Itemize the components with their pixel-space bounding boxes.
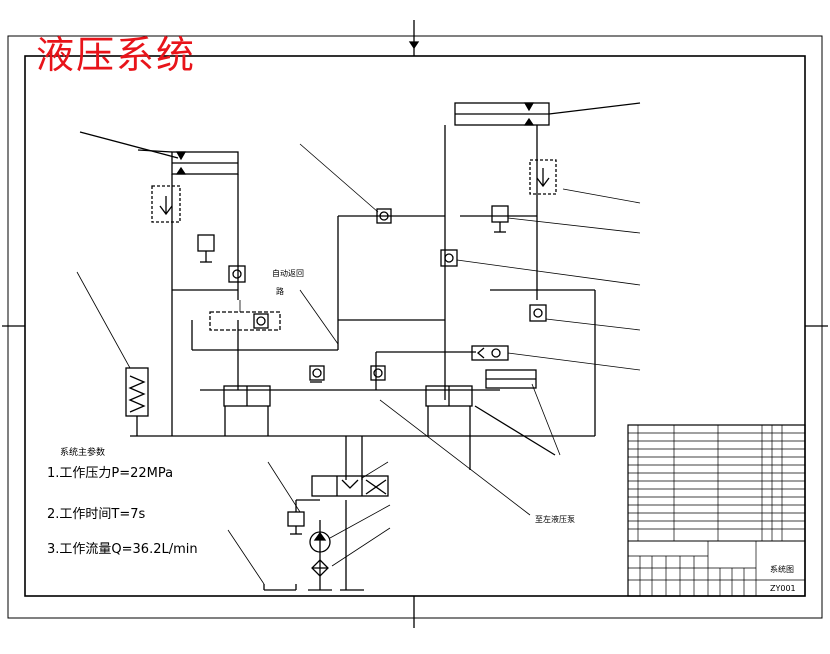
leader-lines — [76, 143, 641, 585]
parameter-flow: 3.工作流量Q=36.2L/min — [47, 542, 198, 557]
spring-accumulator — [125, 367, 149, 436]
title-block — [627, 424, 806, 597]
pump-group — [263, 511, 364, 591]
pipe-network — [130, 125, 596, 590]
callout-auto-return: 自动返回 — [272, 269, 304, 278]
left-cylinder — [79, 131, 239, 175]
relief-valves — [151, 159, 557, 361]
sheet-border — [2, 20, 828, 628]
title-block-name: 系统图 — [770, 565, 794, 574]
title-block-number: ZY001 — [770, 584, 796, 593]
parameter-time: 2.工作时间T=7s — [47, 507, 146, 522]
check-valves — [228, 208, 547, 381]
drawing-title: 液压系统 — [36, 33, 197, 77]
right-cylinder — [454, 102, 641, 126]
parameter-heading: 系统主参数 — [60, 448, 106, 458]
callout-to-pump: 至左液压泵 — [535, 515, 575, 524]
callout-auto-return-2: 路 — [276, 287, 284, 296]
parameter-pressure: 1.工作压力P=22MPa — [47, 466, 174, 481]
directional-valves — [223, 369, 537, 497]
